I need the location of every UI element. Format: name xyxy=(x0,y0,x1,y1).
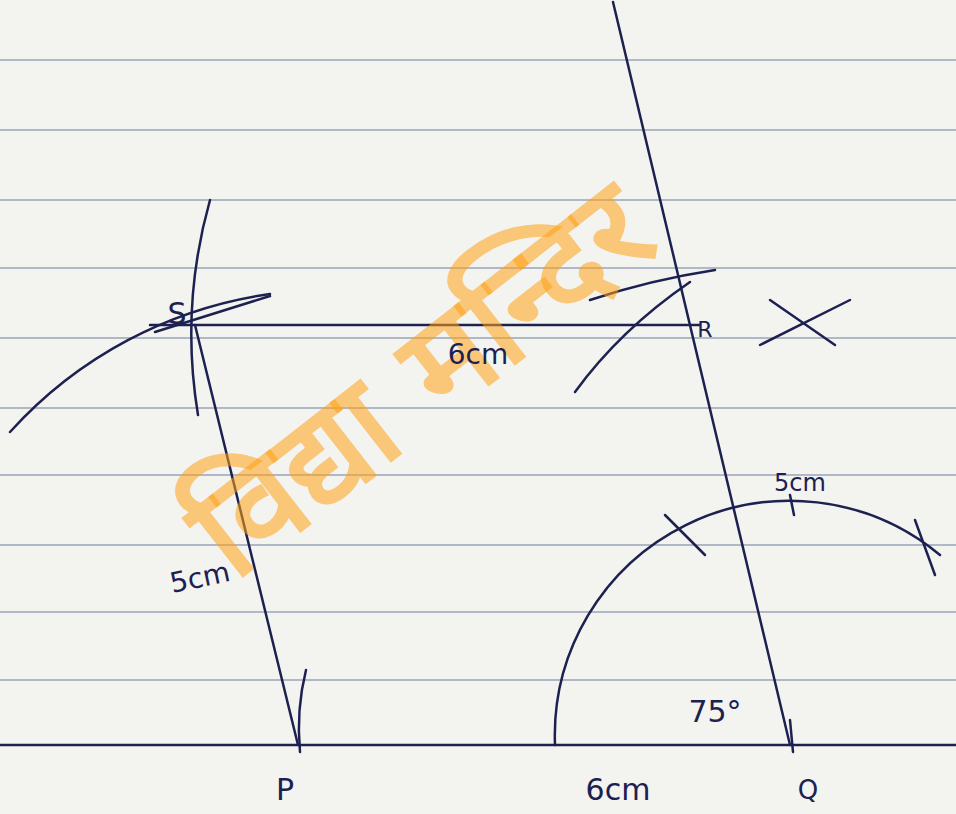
dimension-label: 6cm xyxy=(586,775,651,805)
dimension-label: 5cm xyxy=(168,558,233,598)
ruled-lines xyxy=(0,60,956,680)
vertex-label: S xyxy=(167,299,186,329)
watermark: विद्या मन्दिर xyxy=(166,162,673,598)
dimension-label: 5cm xyxy=(774,471,826,495)
dimension-label: 6cm xyxy=(448,341,508,369)
vertex-label: R xyxy=(697,319,712,341)
angle-label: 75° xyxy=(688,697,741,727)
vertex-label: P xyxy=(276,775,294,805)
vertex-label: Q xyxy=(798,777,818,803)
parallelogram-construction xyxy=(0,2,956,752)
